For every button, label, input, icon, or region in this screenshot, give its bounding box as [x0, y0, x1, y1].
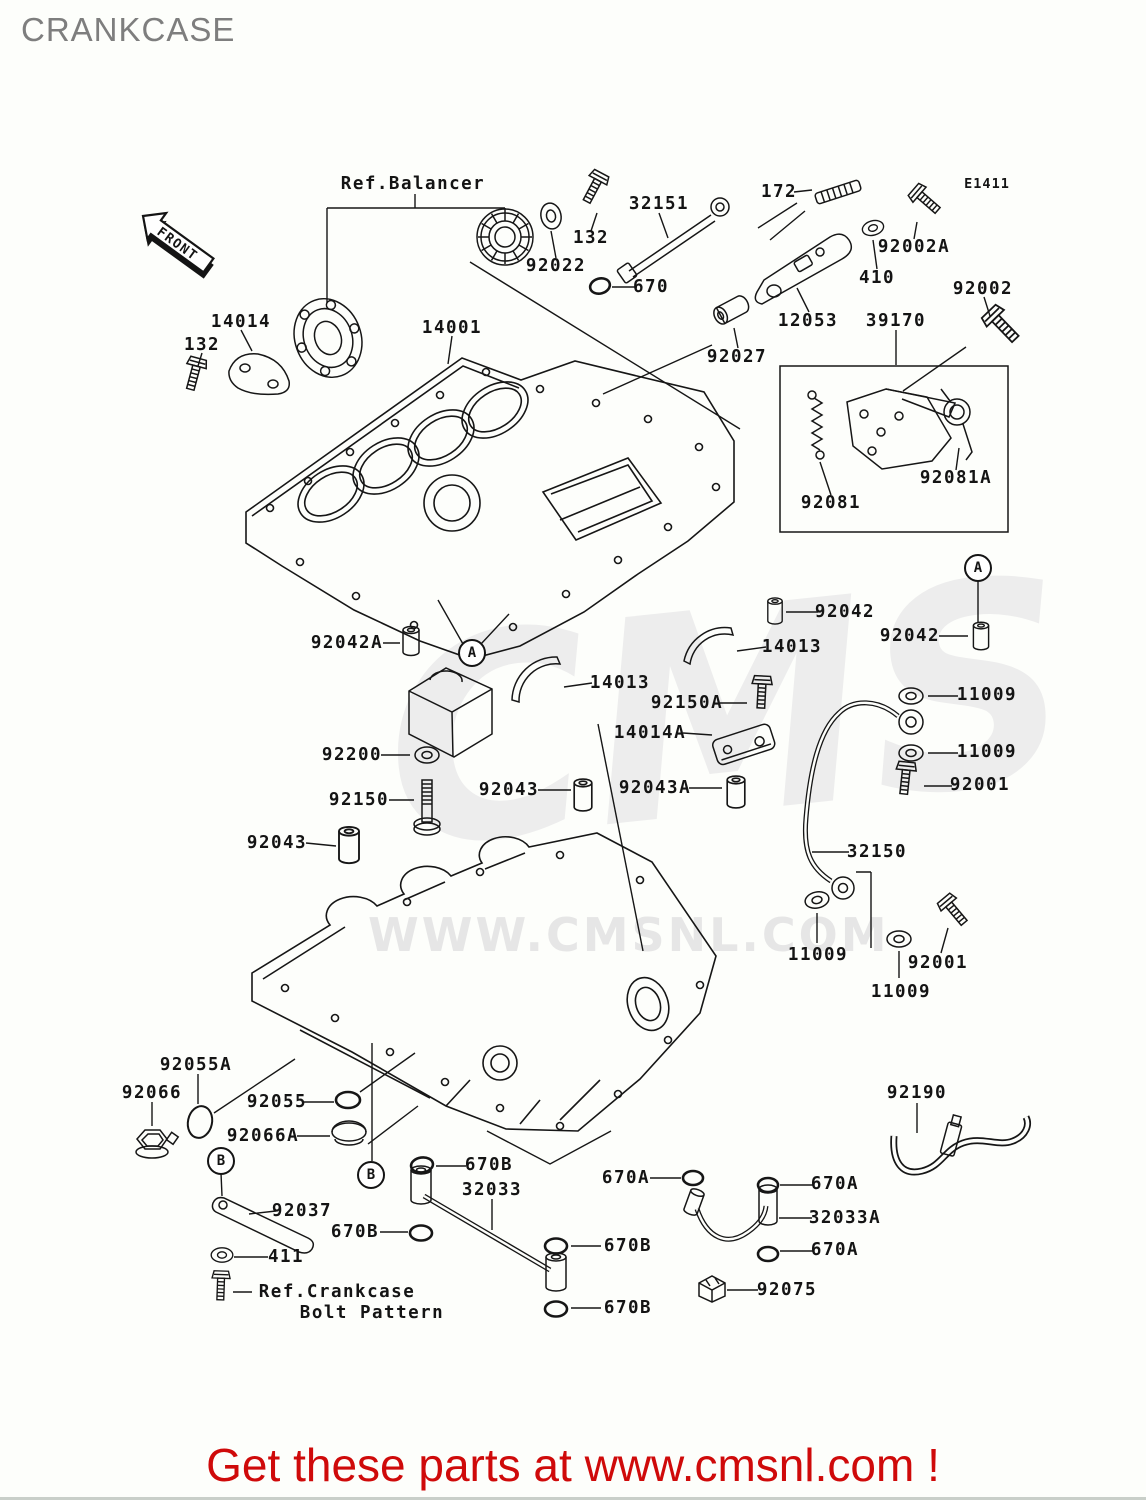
part-label-411: 411	[267, 1247, 305, 1267]
part-label-92002: 92002	[952, 279, 1014, 299]
part-label-92081: 92081	[800, 493, 862, 513]
lower-crankcase-drawing	[251, 832, 717, 1132]
part-label-92150a: 92150A	[650, 693, 724, 713]
part-label-92075: 92075	[756, 1280, 818, 1300]
part-label-670: 670	[632, 277, 670, 297]
part-label-670a: 670A	[810, 1174, 860, 1194]
part-label-132: 132	[183, 335, 221, 355]
upper-crankcase-drawing	[245, 357, 735, 660]
part-label-92150: 92150	[328, 790, 390, 810]
part-label-bolt-pattern: Bolt Pattern	[299, 1303, 445, 1323]
part-label-410: 410	[858, 268, 896, 288]
part-label-14014a: 14014A	[613, 723, 687, 743]
part-label-11009: 11009	[956, 685, 1018, 705]
part-label-11009: 11009	[956, 742, 1018, 762]
part-label-e1411: E1411	[964, 176, 1010, 192]
leader-lines	[151, 189, 991, 1309]
part-label-670b: 670B	[603, 1298, 653, 1318]
part-label-670b: 670B	[330, 1222, 380, 1242]
part-label-92190: 92190	[886, 1083, 948, 1103]
part-label-92022: 92022	[525, 256, 587, 276]
watermark-url: WWW.CMSNL.COM	[368, 908, 890, 962]
part-label-11009: 11009	[787, 945, 849, 965]
callout-a: A	[964, 554, 992, 582]
callout-a: A	[458, 639, 486, 667]
part-label-14001: 14001	[421, 318, 483, 338]
part-label-670b: 670B	[464, 1155, 514, 1175]
part-label-92037: 92037	[271, 1201, 333, 1221]
part-label-92081a: 92081A	[919, 468, 993, 488]
part-label-92043: 92043	[478, 780, 540, 800]
part-label-92002a: 92002A	[877, 237, 951, 257]
part-label-ref-crankcase: Ref.Crankcase	[258, 1282, 416, 1302]
part-label-92043: 92043	[246, 833, 308, 853]
front-arrow: FRONT	[141, 211, 215, 279]
part-label-92055: 92055	[246, 1092, 308, 1112]
part-label-92066: 92066	[121, 1083, 183, 1103]
part-label-14014: 14014	[210, 312, 272, 332]
part-label-92042: 92042	[879, 626, 941, 646]
part-label-670a: 670A	[810, 1240, 860, 1260]
part-label-92066a: 92066A	[226, 1126, 300, 1146]
part-label-92042: 92042	[814, 602, 876, 622]
part-label-ref-balancer: Ref.Balancer	[340, 174, 486, 194]
footer-promo-text[interactable]: Get these parts at www.cmsnl.com !	[206, 1439, 940, 1491]
part-label-92042a: 92042A	[310, 633, 384, 653]
page-bottom-border	[0, 1497, 1146, 1500]
part-label-39170: 39170	[865, 311, 927, 331]
part-label-32150: 32150	[846, 842, 908, 862]
part-label-92027: 92027	[706, 347, 768, 367]
part-label-92043a: 92043A	[618, 778, 692, 798]
small-parts-drawing	[135, 167, 1031, 1318]
part-label-32151: 32151	[628, 194, 690, 214]
part-label-11009: 11009	[870, 982, 932, 1002]
part-label-32033a: 32033A	[808, 1208, 882, 1228]
part-label-32033: 32033	[461, 1180, 523, 1200]
part-label-92001: 92001	[949, 775, 1011, 795]
callout-b: B	[207, 1147, 235, 1175]
part-label-14013: 14013	[589, 673, 651, 693]
part-label-172: 172	[760, 182, 798, 202]
part-label-14013: 14013	[761, 637, 823, 657]
part-label-92055a: 92055A	[159, 1055, 233, 1075]
callout-b: B	[357, 1161, 385, 1189]
part-label-12053: 12053	[777, 311, 839, 331]
page-title: CRANKCASE	[21, 11, 236, 48]
part-label-132: 132	[572, 228, 610, 248]
part-label-670b: 670B	[603, 1236, 653, 1256]
part-label-92200: 92200	[321, 745, 383, 765]
part-label-92001: 92001	[907, 953, 969, 973]
part-label-670a: 670A	[601, 1168, 651, 1188]
